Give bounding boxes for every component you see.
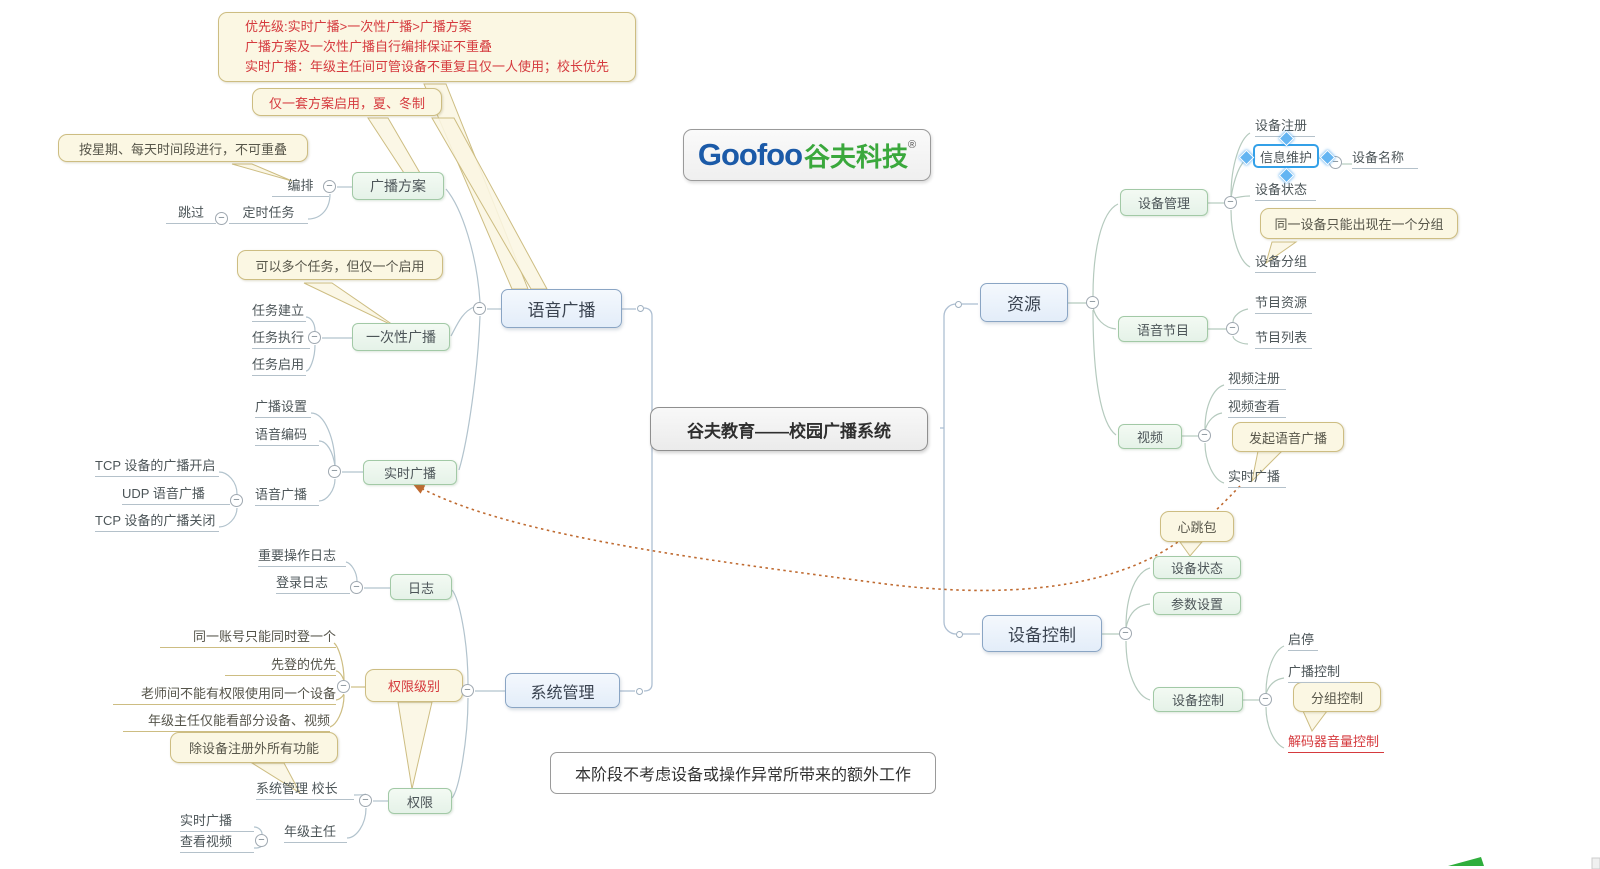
note-priority[interactable]: 优先级:实时广播>一次性广播>广播方案 广播方案及一次性广播自行编排保证不重叠 … — [218, 12, 636, 82]
leaf-video-realtime[interactable]: 实时广播 — [1228, 466, 1286, 488]
note-multi-task[interactable]: 可以多个任务，但仅一个启用 — [237, 250, 443, 280]
callout-tails — [231, 83, 1328, 795]
node-device-mgmt[interactable]: 设备管理 — [1120, 189, 1208, 216]
node-voice-broadcast[interactable]: 语音广播 — [501, 289, 622, 328]
leaf-arrange[interactable]: 编排 — [272, 175, 329, 197]
node-broadcast-plan[interactable]: 广播方案 — [352, 172, 444, 200]
leaf-voice-encode[interactable]: 语音编码 — [255, 424, 319, 446]
leaf-video-register[interactable]: 视频注册 — [1228, 368, 1286, 390]
leaf-device-group[interactable]: 设备分组 — [1255, 251, 1316, 273]
leaf-perm-realtime[interactable]: 实时广播 — [180, 810, 254, 832]
leaf-tcp-off[interactable]: TCP 设备的广播关闭 — [95, 510, 219, 532]
node-system-mgmt[interactable]: 系统管理 — [505, 673, 620, 708]
collapse-toggle[interactable]: − — [359, 794, 372, 807]
leaf-program-list[interactable]: 节目列表 — [1255, 327, 1312, 349]
leaf-perm-rule-4[interactable]: 年级主任仅能看部分设备、视频 — [123, 710, 330, 732]
collapse-toggle[interactable]: − — [1119, 627, 1132, 640]
leaf-perm-video[interactable]: 查看视频 — [180, 831, 254, 853]
note-priority-line3: 实时广播：年级主任间可管设备不重复且仅一人使用；校长优先 — [244, 59, 609, 75]
leaf-task-enable[interactable]: 任务启用 — [252, 354, 306, 376]
branch-lines-tan — [329, 642, 365, 728]
leaf-device-name[interactable]: 设备名称 — [1352, 147, 1418, 169]
bottom-green-wedge — [1448, 857, 1484, 866]
bottom-right-sliver — [1591, 857, 1600, 869]
note-all-but-register[interactable]: 除设备注册外所有功能 — [170, 732, 338, 763]
junction-dot — [955, 301, 962, 308]
leaf-video-view[interactable]: 视频查看 — [1228, 396, 1286, 418]
note-group-control[interactable]: 分组控制 — [1293, 682, 1381, 712]
logo-cn-text: 谷夫科技 — [804, 141, 909, 172]
node-device-control-sub[interactable]: 设备控制 — [1153, 687, 1243, 712]
note-weekly[interactable]: 按星期、每天时间段进行，不可重叠 — [58, 134, 308, 162]
leaf-voice-broadcast-sub[interactable]: 语音广播 — [255, 484, 319, 506]
collapse-toggle[interactable]: − — [323, 180, 336, 193]
node-one-time-broadcast[interactable]: 一次性广播 — [352, 323, 450, 351]
node-resource[interactable]: 资源 — [980, 283, 1068, 322]
relationship-arrow[interactable] — [411, 482, 1241, 592]
node-realtime-broadcast[interactable]: 实时广播 — [363, 460, 457, 485]
collapse-toggle[interactable]: − — [308, 331, 321, 344]
note-priority-line2: 广播方案及一次性广播自行编排保证不重叠 — [244, 38, 492, 54]
leaf-task-exec[interactable]: 任务执行 — [252, 327, 310, 349]
leaf-decoder-volume[interactable]: 解码器音量控制 — [1288, 731, 1384, 753]
logo-registered-mark: ® — [908, 139, 917, 151]
collapse-toggle[interactable]: − — [1198, 429, 1211, 442]
collapse-toggle[interactable]: − — [1259, 693, 1272, 706]
node-device-control[interactable]: 设备控制 — [982, 615, 1102, 652]
leaf-op-log[interactable]: 重要操作日志 — [258, 545, 346, 567]
leaf-tcp-on[interactable]: TCP 设备的广播开启 — [95, 455, 219, 477]
footnote-box[interactable]: 本阶段不考虑设备或操作异常所带来的额外工作 — [550, 752, 936, 794]
node-device-status[interactable]: 设备状态 — [1153, 556, 1241, 579]
leaf-perm-rule-3[interactable]: 老师间不能有权限使用同一个设备 — [113, 683, 336, 705]
collapse-toggle[interactable]: − — [473, 302, 486, 315]
node-log[interactable]: 日志 — [390, 574, 452, 600]
leaf-program-resource[interactable]: 节目资源 — [1255, 292, 1312, 314]
branch-lines-main — [620, 303, 980, 692]
collapse-toggle[interactable]: − — [1224, 196, 1237, 209]
leaf-broadcast-settings[interactable]: 广播设置 — [255, 396, 311, 418]
leaf-perm-rule-2[interactable]: 先登的优先 — [225, 654, 336, 676]
leaf-broadcast-control[interactable]: 广播控制 — [1288, 661, 1350, 683]
collapse-toggle[interactable]: − — [1226, 322, 1239, 335]
node-param-settings[interactable]: 参数设置 — [1153, 592, 1241, 615]
leaf-principal[interactable]: 系统管理 校长 — [256, 778, 354, 800]
note-launch-voice[interactable]: 发起语音广播 — [1232, 422, 1344, 452]
junction-dot — [637, 305, 644, 312]
collapse-toggle[interactable]: − — [337, 680, 350, 693]
node-voice-program[interactable]: 语音节目 — [1118, 316, 1208, 342]
note-heartbeat[interactable]: 心跳包 — [1160, 511, 1234, 542]
collapse-toggle[interactable]: − — [328, 465, 341, 478]
leaf-skip[interactable]: 跳过 — [166, 202, 216, 224]
leaf-grade-head[interactable]: 年级主任 — [284, 821, 347, 843]
branch-lines-left — [218, 186, 505, 849]
collapse-toggle[interactable]: − — [461, 684, 474, 697]
collapse-toggle[interactable]: − — [215, 212, 228, 225]
logo-goofoo-text: Goofoo — [697, 137, 803, 172]
logo: Goofoo 谷夫科技 ® — [683, 129, 931, 181]
collapse-toggle[interactable]: − — [350, 581, 363, 594]
center-topic[interactable]: 谷夫教育——校园广播系统 — [650, 407, 928, 451]
note-one-group[interactable]: 同一设备只能出现在一个分组 — [1260, 208, 1458, 239]
leaf-login-log[interactable]: 登录日志 — [276, 572, 350, 594]
note-one-plan[interactable]: 仅一套方案启用，夏、冬制 — [252, 88, 442, 116]
collapse-toggle[interactable]: − — [1086, 296, 1099, 309]
leaf-device-status[interactable]: 设备状态 — [1255, 179, 1316, 201]
note-perm-level[interactable]: 权限级别 — [365, 669, 463, 702]
collapse-toggle[interactable]: − — [230, 494, 243, 507]
junction-dot — [636, 688, 643, 695]
node-video[interactable]: 视频 — [1118, 424, 1182, 449]
collapse-toggle[interactable]: − — [255, 834, 268, 847]
junction-dot — [956, 631, 963, 638]
node-info-maintain-selected[interactable]: 信息维护 — [1253, 144, 1319, 168]
node-permission[interactable]: 权限 — [388, 788, 452, 814]
note-priority-line1: 优先级:实时广播>一次性广播>广播方案 — [244, 18, 472, 34]
leaf-task-create[interactable]: 任务建立 — [252, 300, 306, 322]
leaf-perm-rule-1[interactable]: 同一账号只能同时登一个 — [160, 626, 336, 648]
leaf-startstop[interactable]: 启停 — [1288, 629, 1318, 651]
leaf-timed-task[interactable]: 定时任务 — [229, 202, 308, 224]
leaf-udp-voice[interactable]: UDP 语音广播 — [122, 483, 230, 505]
